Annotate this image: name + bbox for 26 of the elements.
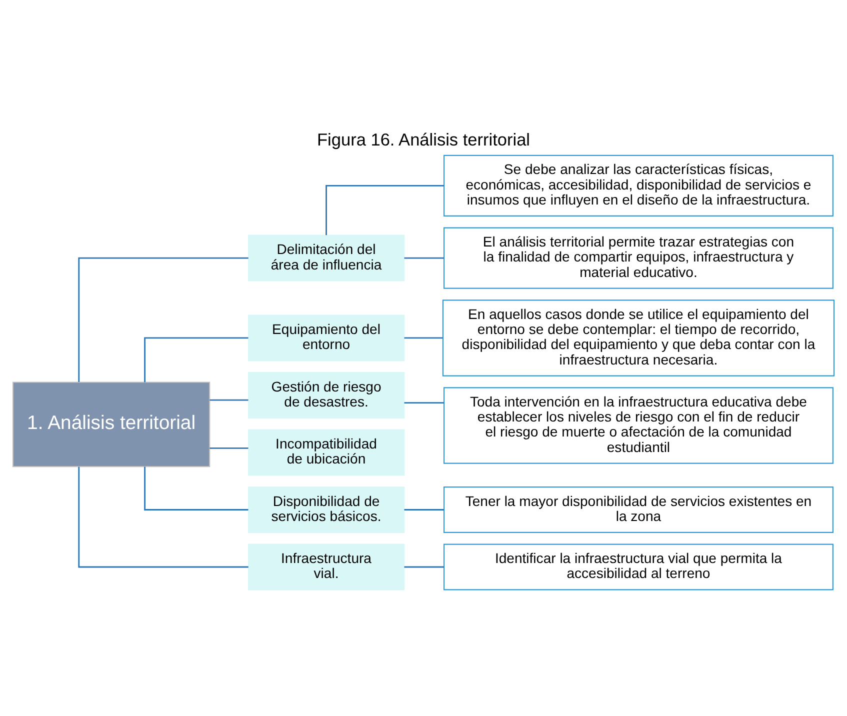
node-box: Delimitación del área de influencia (248, 234, 405, 281)
node-box: 1. Análisis territorial (12, 381, 210, 467)
connector (404, 566, 444, 568)
connector (404, 508, 444, 510)
connector (210, 446, 248, 448)
connector (144, 466, 248, 510)
connector (404, 402, 444, 403)
connector (326, 184, 444, 235)
node-box: Equipamiento del entorno (248, 314, 405, 361)
connector (404, 256, 444, 258)
node-box: Disponibilidad de servicios básicos. (248, 486, 405, 532)
node-box: Gestión de riesgo de desastres. (248, 372, 405, 418)
node-box: Infraestructura vial. (248, 543, 405, 590)
diagram-title: Figura 16. Análisis territorial (316, 128, 530, 149)
node-box: Incompatibilidad de ubicación (248, 428, 405, 476)
node-box: Tener la mayor disponibilidad de servicios existentes en la zona (443, 486, 834, 532)
connector (404, 336, 443, 338)
node-box: En aquellos casos donde se utilice el equipamiento del entorno se debe contemplar: el tiempo de recorrido, disponibilidad del equipamiento y que deba contar con la infraestructura necesaria. (442, 299, 835, 376)
node-box: Identificar la infraestructura vial que permita la accesibilidad al terreno (443, 543, 834, 590)
node-box: Toda intervención en la infraestructura educativa debe establecer los niveles de riesgo con el fin de reducir el riesgo de muerte o afectación de la comunidad estudiantil (443, 386, 834, 464)
connector (78, 466, 248, 568)
connector (144, 336, 248, 382)
node-box: Se debe analizar las características físicas, económicas, accesibilidad, disponibilidad de servicios e insumos que influyen en el diseño de la infraestructura. (443, 154, 834, 216)
node-box: El análisis territorial permite trazar estrategias con la finalidad de compartir equipos, infraestructura y material educativo. (443, 226, 834, 288)
connector (210, 398, 248, 400)
connector (78, 256, 248, 382)
